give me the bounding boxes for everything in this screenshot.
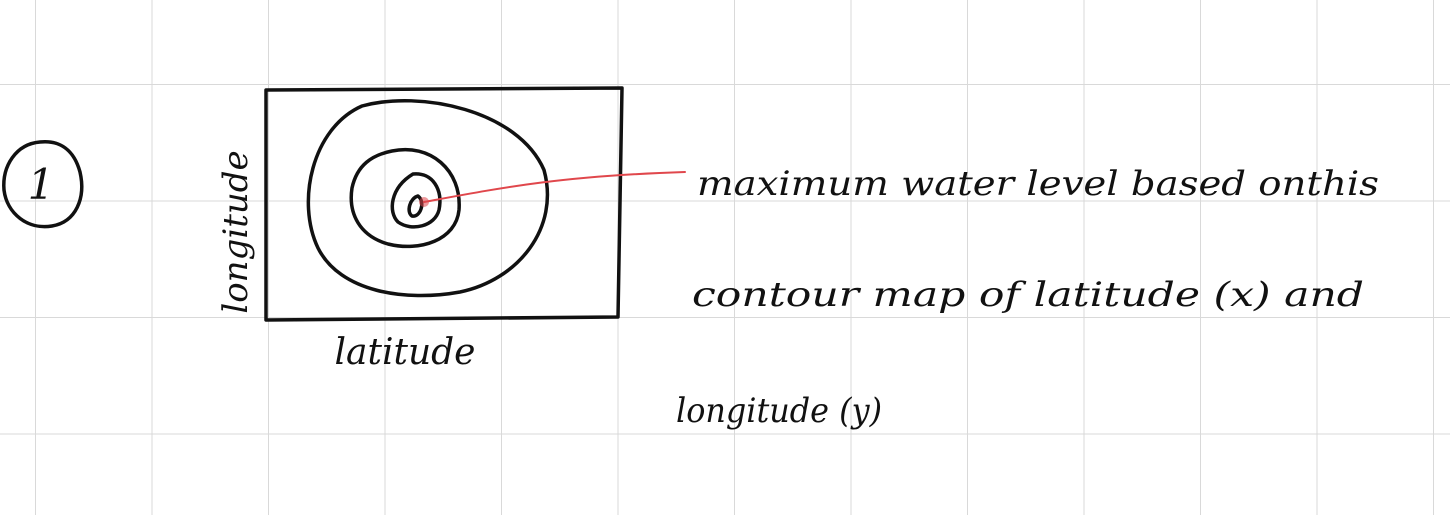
- x-axis-label: latitude: [335, 332, 476, 373]
- annotation-line-2: contour map of latitude (x) and: [692, 275, 1364, 315]
- annotation: maximum water level based onthis contour…: [676, 164, 1379, 431]
- annotation-line-1: maximum water level based onthis: [697, 164, 1379, 204]
- step-circle: [2, 140, 84, 229]
- pointer-dot: [419, 197, 429, 207]
- contour-peak-mark: [407, 194, 424, 218]
- contour-lines: [306, 99, 550, 298]
- contour-ring-middle: [349, 147, 461, 249]
- contour-ring-inner: [390, 172, 442, 229]
- step-marker: 1: [2, 140, 84, 229]
- step-number: 1: [28, 160, 55, 209]
- peak-pointer: [419, 171, 686, 207]
- y-axis-label: longitude: [216, 150, 256, 313]
- annotation-line-3: longitude (y): [676, 391, 882, 431]
- pointer-line: [423, 171, 686, 203]
- contour-ring-outer: [306, 99, 550, 298]
- map-frame: [264, 86, 624, 322]
